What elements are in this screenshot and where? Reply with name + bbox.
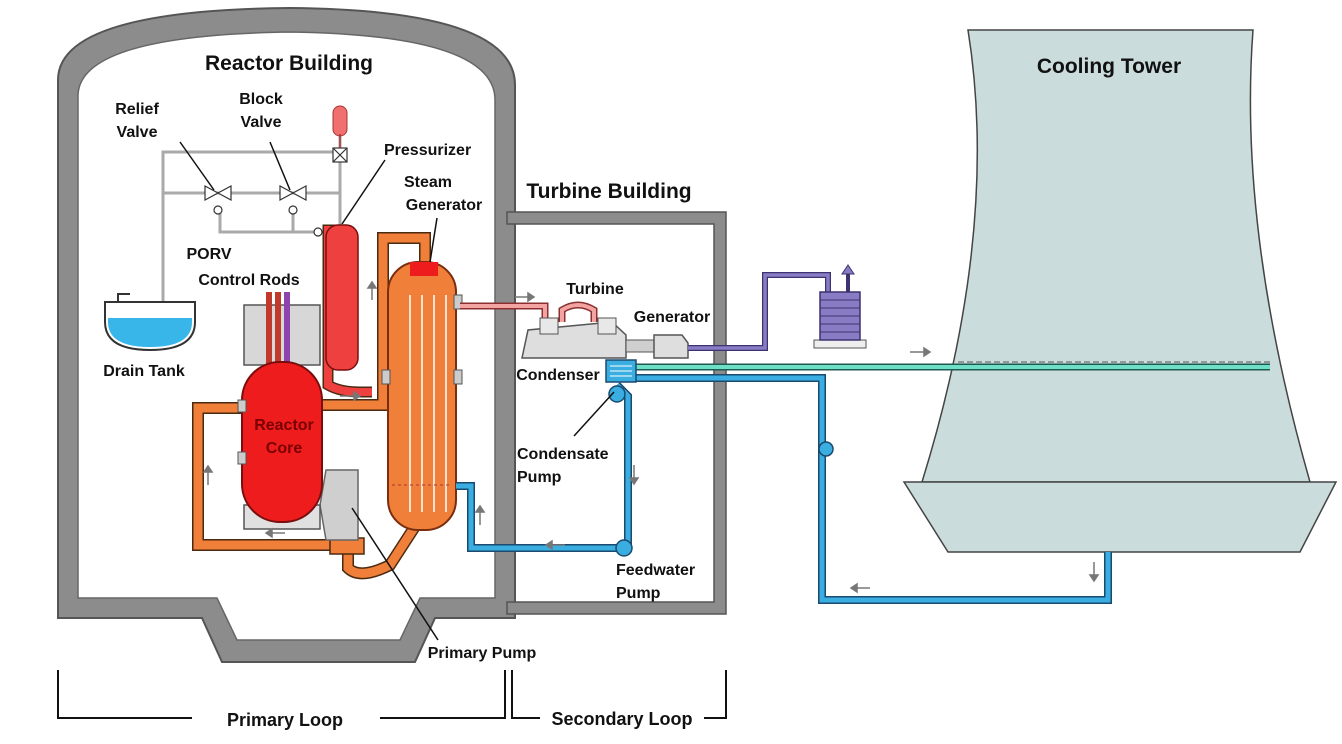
primary-loop-piping [192, 232, 431, 580]
flow-arrow-icon [366, 280, 378, 300]
relief-valve-label: Relief [115, 101, 159, 118]
pressurizer-label: Pressurizer [384, 142, 471, 159]
flow-arrow-icon [1088, 562, 1100, 583]
turbine-icon [521, 317, 627, 359]
steam-generator-label-line2: Generator [406, 197, 482, 214]
primary-pump-icon [319, 469, 365, 555]
leader-lines [179, 141, 615, 641]
transformer-icon [813, 264, 867, 349]
flow-arrow-icon [544, 539, 565, 551]
cooling-tower [902, 29, 1338, 553]
circulating-pump-icon [818, 441, 834, 457]
secondary-loop-label: Secondary Loop [551, 709, 692, 729]
pressurizer [322, 224, 372, 398]
control-rods-label: Control Rods [198, 272, 299, 289]
steam-generator-label: Steam [404, 174, 452, 191]
condensate-pump-label-line2: Pump [517, 469, 562, 486]
turbine-building [506, 211, 727, 615]
feedwater-pump-icon [615, 539, 633, 557]
turbine-building-label: Turbine Building [526, 180, 691, 203]
porv-label: PORV [186, 246, 231, 263]
reactor-building-label: Reactor Building [205, 52, 373, 75]
flow-arrow-icon [515, 291, 536, 303]
flow-arrow-icon [264, 527, 285, 539]
primary-pump-label: Primary Pump [428, 645, 537, 662]
steam-line [460, 301, 598, 322]
condenser-icon [605, 359, 637, 383]
block-valve-label-line2: Valve [241, 114, 282, 131]
block-valve-icon [279, 184, 307, 215]
feedwater-pump-label-line2: Pump [616, 585, 661, 602]
labels: Reactor Building Turbine Building Coolin… [103, 52, 1181, 730]
flow-arrow-icon [628, 465, 640, 486]
flow-arrow-icon [849, 582, 870, 594]
reactor-core-label-line2: Core [266, 440, 303, 457]
secondary-loop-bracket [511, 670, 727, 719]
cooling-tower-label: Cooling Tower [1037, 55, 1181, 78]
condensate-pump-icon [608, 385, 626, 403]
relief-valve-label-line2: Valve [117, 124, 158, 141]
generator-label: Generator [634, 309, 710, 326]
drain-tank-label: Drain Tank [103, 363, 185, 380]
primary-loop-bracket [57, 670, 506, 719]
condenser-label: Condenser [516, 367, 600, 384]
flow-arrow-icon [474, 504, 486, 525]
steam-generator [381, 261, 463, 531]
generator-icon [625, 334, 689, 359]
relief-valve-icon [204, 184, 232, 215]
flow-arrow-icon [910, 346, 932, 358]
flow-arrows [202, 280, 1100, 594]
turbine-label: Turbine [566, 281, 624, 298]
flow-arrow-icon [340, 390, 362, 402]
condensate-pump-label: Condensate [517, 446, 609, 463]
reactor-vessel [237, 292, 323, 530]
return-water-line [636, 374, 1112, 604]
electric-line [688, 272, 831, 351]
relief-indicator-icon [332, 105, 348, 148]
block-valve-label: Block [239, 91, 283, 108]
feedwater-pump-label: Feedwater [616, 562, 695, 579]
reactor-core-label: Reactor [254, 417, 314, 434]
drain-tank [104, 293, 196, 352]
primary-loop-label: Primary Loop [227, 710, 343, 730]
flow-arrow-icon [202, 464, 214, 485]
